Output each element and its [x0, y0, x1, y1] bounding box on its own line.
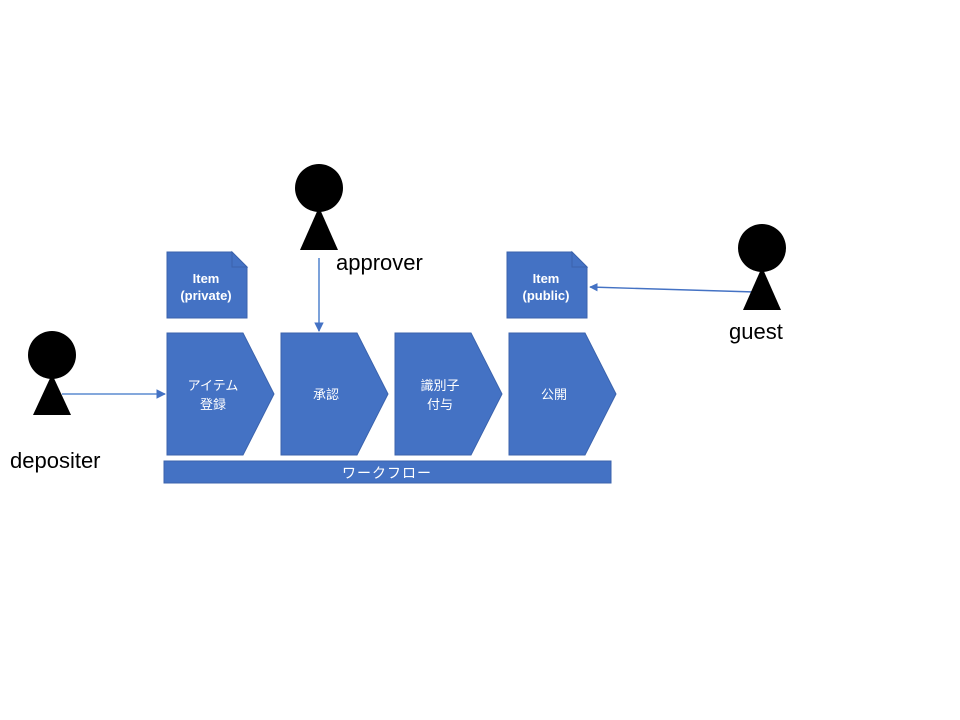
actor-guest[interactable]: [738, 224, 786, 310]
workflow-bar[interactable]: [163, 460, 612, 484]
document-item-public-fold: [571, 250, 589, 268]
document-item-private[interactable]: [166, 251, 248, 319]
process-step-publish[interactable]: [508, 332, 617, 456]
process-step-identifier-assign[interactable]: [394, 332, 503, 456]
actor-depositer-head: [28, 331, 76, 379]
document-item-public[interactable]: [506, 251, 588, 319]
process-step-item-registration[interactable]: [166, 332, 275, 456]
actor-approver-head: [295, 164, 343, 212]
actor-depositer[interactable]: [28, 331, 76, 415]
actor-guest-body: [743, 267, 781, 310]
process-step-approval[interactable]: [280, 332, 389, 456]
document-item-private-fold: [231, 250, 249, 268]
actor-approver[interactable]: [295, 164, 343, 250]
actor-approver-body: [300, 207, 338, 250]
actor-guest-head: [738, 224, 786, 272]
actor-approver-label: approver: [336, 250, 423, 275]
actor-depositer-body: [33, 374, 71, 415]
actor-depositer-label: depositer: [10, 448, 101, 473]
connector-guest-to-item-public: [589, 283, 756, 293]
actor-guest-label: guest: [729, 319, 783, 344]
